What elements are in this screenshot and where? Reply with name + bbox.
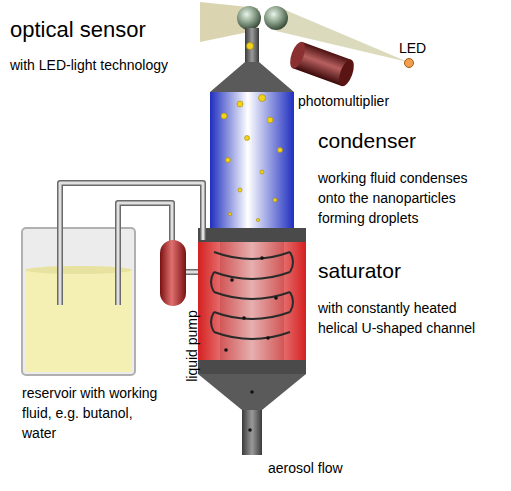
- droplet: [238, 188, 242, 192]
- saturator-body: [198, 242, 306, 362]
- photomultiplier-tube: [287, 40, 357, 88]
- droplet: [237, 101, 243, 107]
- coil: [214, 312, 290, 319]
- particle: [224, 348, 228, 352]
- coil: [290, 292, 293, 312]
- coil: [211, 312, 214, 332]
- particle: [230, 278, 234, 282]
- cone: [210, 62, 294, 92]
- droplet: [259, 95, 266, 102]
- heading-label: optical sensor: [10, 16, 146, 44]
- helical-channel: [211, 252, 293, 339]
- particle: [250, 390, 254, 394]
- droplet: [226, 158, 231, 163]
- droplet: [221, 113, 227, 119]
- droplet: [228, 212, 231, 215]
- particle: [242, 316, 246, 320]
- pipes: [60, 183, 203, 305]
- particle: [260, 256, 264, 260]
- droplet: [273, 198, 277, 202]
- part-label: photomultiplier: [298, 91, 389, 111]
- condenser-body: [210, 92, 294, 230]
- droplets: [221, 43, 283, 222]
- particle: [274, 296, 278, 300]
- particle: [248, 428, 252, 432]
- pipe: [184, 271, 198, 274]
- pipe: [184, 269, 198, 275]
- part-label: aerosol flow: [268, 458, 343, 478]
- droplet: [247, 43, 254, 50]
- description-label: reservoir with working fluid, e.g. butan…: [22, 383, 158, 443]
- pm-end: [336, 58, 357, 88]
- outlet-tube: [245, 28, 259, 64]
- particle: [266, 336, 270, 340]
- droplet: [267, 117, 273, 123]
- droplet: [245, 136, 250, 141]
- droplet: [260, 170, 264, 174]
- description-label: working fluid condenses onto the nanopar…: [318, 168, 490, 228]
- coil: [214, 292, 290, 299]
- led-dot: [405, 59, 414, 68]
- lens: [264, 6, 288, 30]
- pipe: [60, 183, 203, 305]
- coil: [214, 332, 290, 339]
- heading-label: saturator: [318, 258, 401, 284]
- droplet: [256, 218, 259, 221]
- droplet: [278, 148, 283, 153]
- funnel: [198, 374, 306, 410]
- part-label: LED: [399, 38, 426, 58]
- sub-label: with LED-light technology: [10, 55, 168, 75]
- pm-end: [287, 40, 308, 70]
- liquid-pump-body: [160, 240, 186, 306]
- part-label: liquid pump: [182, 310, 202, 382]
- coil: [214, 252, 290, 259]
- heading-label: condenser: [318, 128, 416, 154]
- collar: [198, 360, 306, 374]
- coil: [214, 272, 290, 279]
- pipe: [60, 183, 203, 305]
- collar: [198, 228, 306, 242]
- inlet-tube: [242, 410, 262, 455]
- coil: [290, 252, 293, 272]
- lens: [237, 6, 261, 30]
- description-label: with constantly heated helical U-shaped …: [318, 298, 500, 338]
- coil: [211, 272, 214, 292]
- particles: [224, 256, 278, 432]
